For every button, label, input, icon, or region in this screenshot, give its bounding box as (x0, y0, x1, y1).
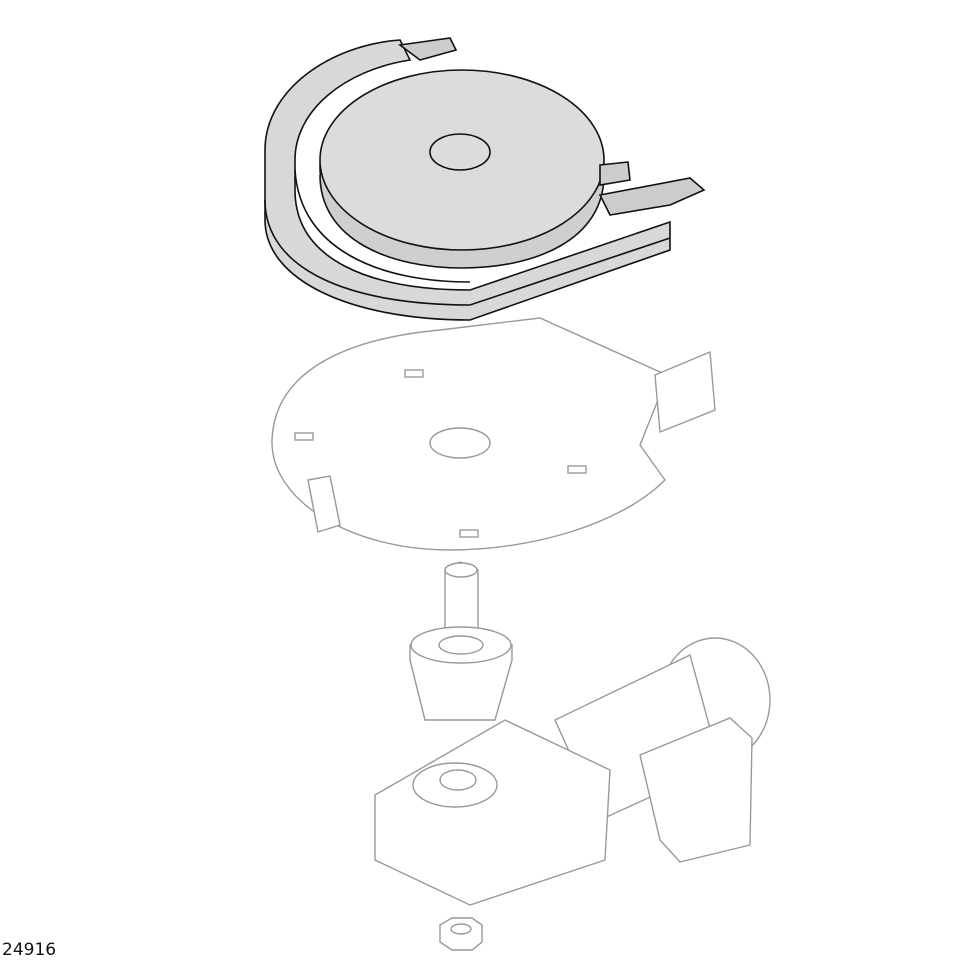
hex-nut (439, 917, 483, 951)
figure-number: 24916 (2, 940, 57, 960)
gear-motor (374, 637, 771, 906)
drive-shaft-hub (409, 561, 513, 721)
base-plate (271, 317, 716, 551)
curve-conveyor-module (264, 37, 706, 321)
